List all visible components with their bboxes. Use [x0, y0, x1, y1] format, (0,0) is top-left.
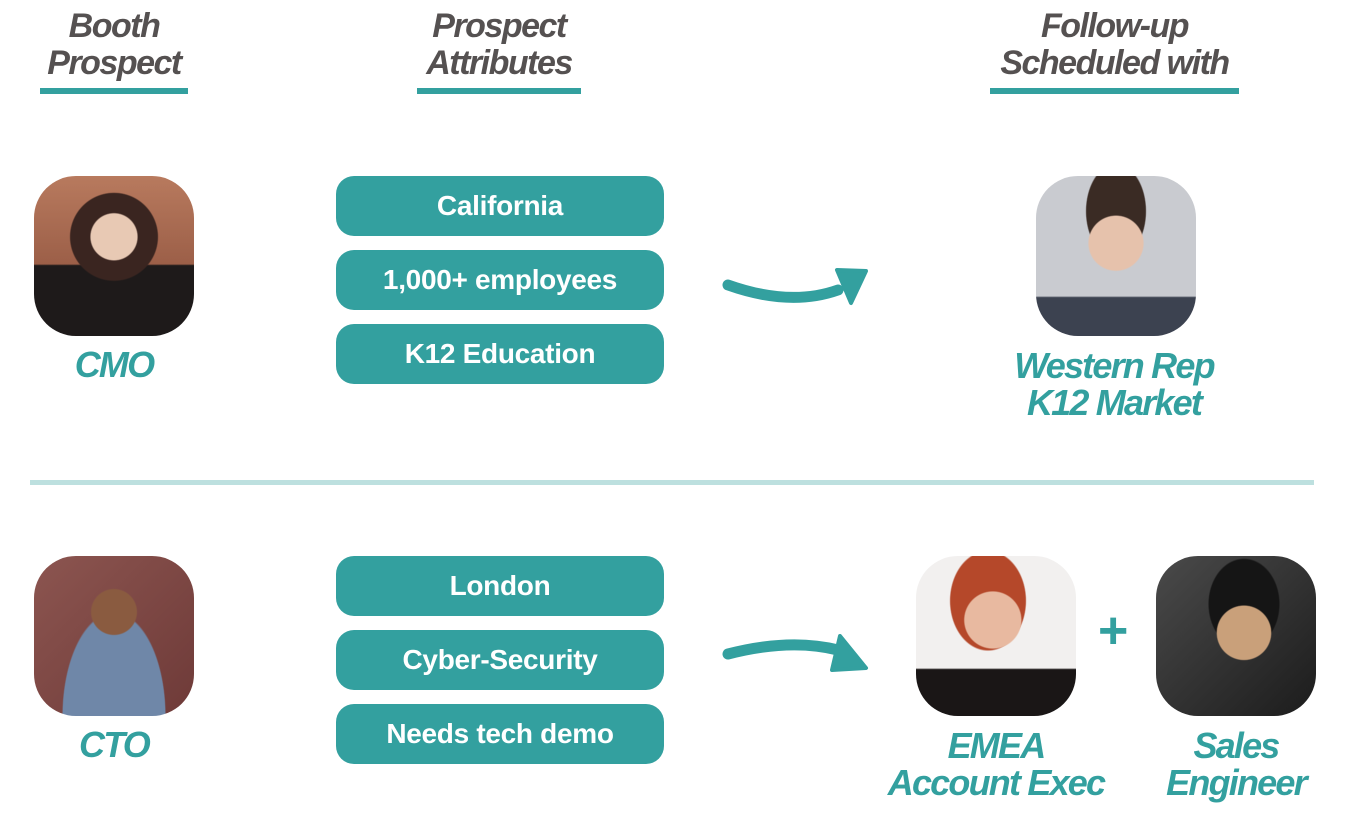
header-line: Booth [68, 7, 161, 45]
label-line: EMEA [947, 725, 1047, 766]
cto-avatar [34, 556, 194, 716]
header-line: Follow-up [1040, 7, 1190, 45]
plus-icon: + [1098, 602, 1129, 660]
arrow-right-icon [722, 268, 868, 305]
cmo-role-label: CMO [74, 344, 155, 385]
emea-account-exec-avatar [916, 556, 1076, 716]
header-line: Prospect [432, 7, 567, 45]
attribute-pill: Cyber-Security [336, 630, 664, 690]
section-divider [30, 480, 1314, 485]
header-prospect-attributes: Prospect Attributes [417, 8, 581, 94]
header-underline [417, 88, 581, 94]
emea-account-exec-label: EMEA Account Exec [856, 727, 1136, 801]
arrow-right-icon [722, 634, 868, 672]
header-line: Scheduled with [1000, 44, 1230, 82]
western-rep-avatar [1036, 176, 1196, 336]
label-line: Western Rep [1014, 345, 1215, 386]
label-line: Account Exec [887, 762, 1106, 803]
western-rep-label: Western Rep K12 Market [974, 347, 1254, 421]
header-booth-prospect: Booth Prospect [40, 8, 188, 94]
attribute-pill: K12 Education [336, 324, 664, 384]
header-underline [990, 88, 1239, 94]
sales-engineer-avatar [1156, 556, 1316, 716]
sales-engineer-label: Sales Engineer [1136, 727, 1336, 801]
label-line: K12 Market [1026, 382, 1203, 423]
header-underline [40, 88, 188, 94]
header-line: Prospect [47, 44, 182, 82]
cto-role-label: CTO [79, 724, 151, 765]
attribute-pill: 1,000+ employees [336, 250, 664, 310]
attribute-pill: Needs tech demo [336, 704, 664, 764]
header-follow-up: Follow-up Scheduled with [990, 8, 1239, 94]
attribute-pill: California [336, 176, 664, 236]
label-line: Sales [1193, 725, 1280, 766]
attribute-pill: London [336, 556, 664, 616]
header-line: Attributes [426, 44, 573, 82]
cmo-avatar [34, 176, 194, 336]
label-line: Engineer [1166, 762, 1307, 803]
